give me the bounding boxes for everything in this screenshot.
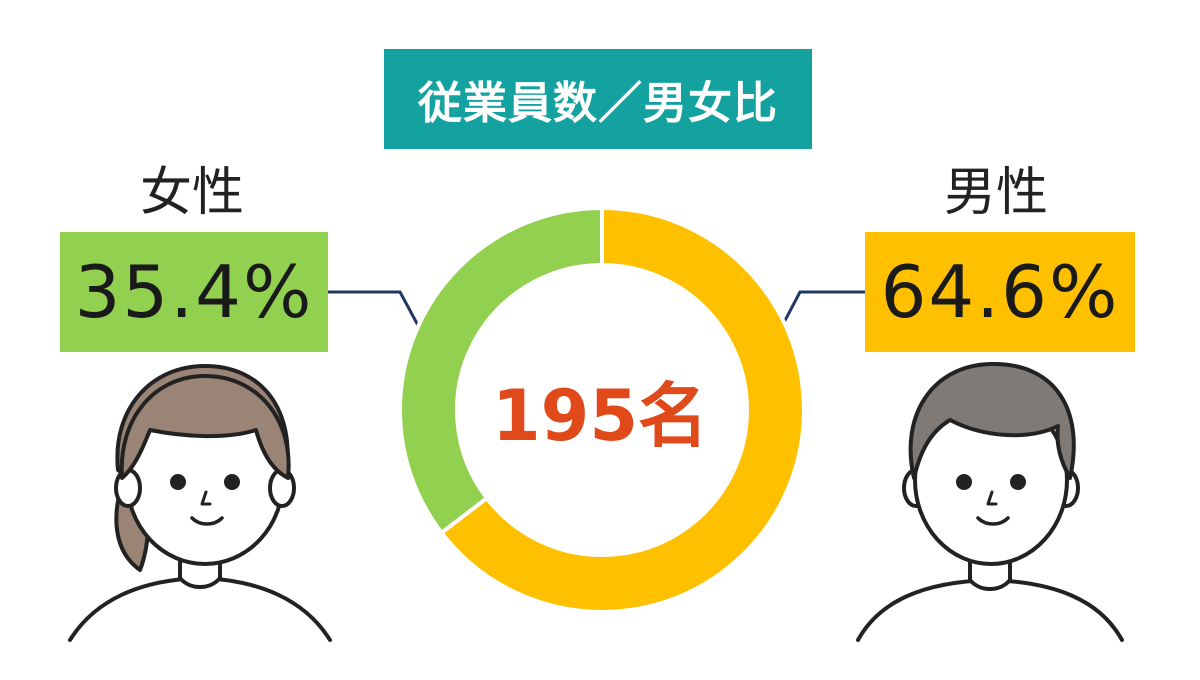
female-avatar-icon (68, 364, 332, 642)
male-nose (986, 490, 998, 506)
total-employees: 195名 (491, 374, 709, 457)
female-mouth (190, 516, 224, 526)
male-eye-left (956, 474, 972, 490)
male-mouth (976, 516, 1010, 526)
female-eye-right (224, 474, 240, 490)
donut-segment-female (398, 205, 604, 536)
female-label: 女性 (140, 163, 245, 223)
chart-title: 従業員数／男女比 (384, 49, 812, 149)
female-fringe (119, 374, 291, 480)
female-ear-left (114, 468, 142, 508)
male-hair (908, 361, 1076, 480)
male-percent-value: 64.6% (880, 250, 1120, 334)
female-percent-value: 35.4% (74, 250, 314, 334)
donut-chart (398, 205, 806, 614)
female-percent-box: 35.4% (60, 232, 328, 352)
donut-segment-male (438, 205, 806, 614)
male-label: 男性 (944, 163, 1049, 223)
male-percent-box: 64.6% (865, 232, 1135, 352)
male-eye-right (1010, 474, 1026, 490)
female-nose (200, 490, 212, 506)
male-avatar-icon (856, 361, 1124, 642)
female-eye-left (170, 474, 186, 490)
